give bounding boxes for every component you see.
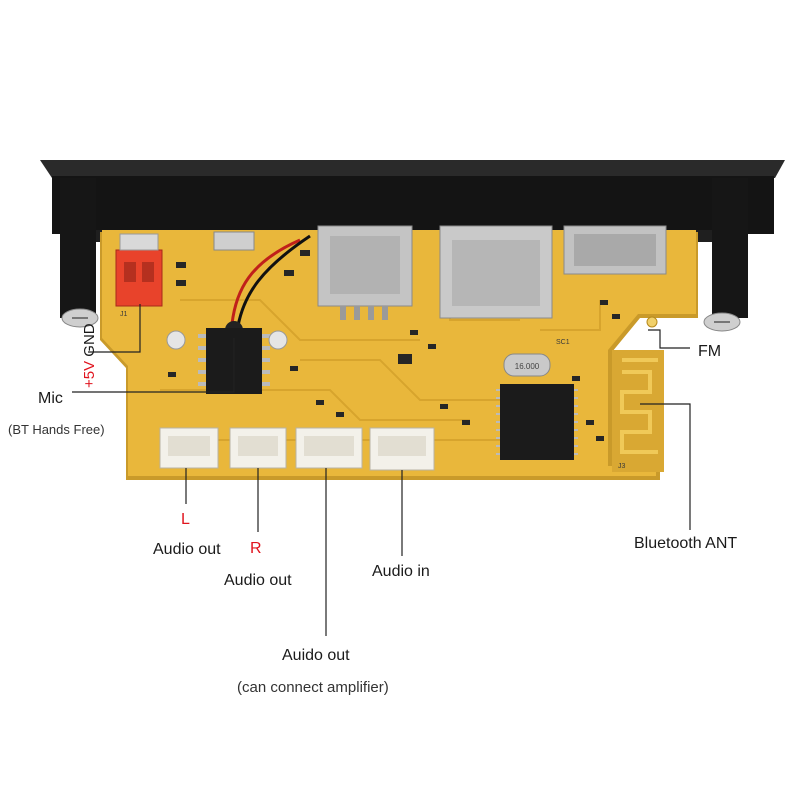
media-slots <box>213 225 667 320</box>
plus5v-text: +5V <box>81 360 98 388</box>
crystal-marking: 16.000 <box>515 362 540 371</box>
mic-label: Mic <box>38 390 63 407</box>
left-channel-label: L <box>181 511 190 528</box>
right-channel-label: R <box>250 540 262 557</box>
gnd-text: GND <box>81 323 98 357</box>
jst-connectors <box>159 427 435 471</box>
audio-in-label: Audio in <box>372 563 430 580</box>
j1-marking: J1 <box>120 311 128 318</box>
bt-hands-free-label: (BT Hands Free) <box>8 422 105 437</box>
sc1-marking: SC1 <box>556 339 570 346</box>
ic-chips: 16.000 SC1 J3 J1 <box>120 250 658 470</box>
audio-out-right-label: Audio out <box>224 572 292 589</box>
fm-label: FM <box>698 343 722 360</box>
audio-out-amp-label: Auido out <box>282 647 350 664</box>
plus5v-label: +5V GND <box>81 323 98 388</box>
j3-marking: J3 <box>618 463 626 470</box>
leader-lines <box>72 304 691 636</box>
audio-out-left-label: Audio out <box>153 541 221 558</box>
power-connector <box>115 233 163 307</box>
can-connect-amplifier-label: (can connect amplifier) <box>237 679 389 696</box>
bluetooth-ant-label: Bluetooth ANT <box>634 535 738 552</box>
